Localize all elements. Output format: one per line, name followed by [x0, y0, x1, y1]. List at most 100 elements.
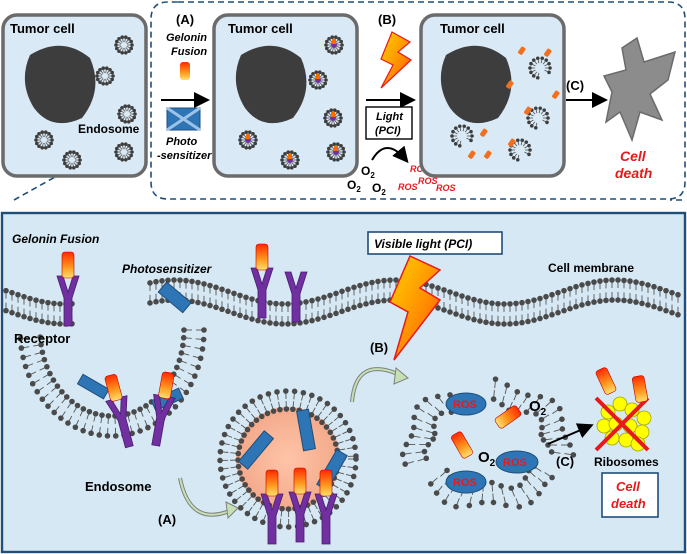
endosome-tail — [288, 162, 290, 167]
endosome-lipid — [526, 116, 530, 120]
endosome-tail — [44, 133, 46, 138]
endosome-tail — [39, 142, 43, 146]
endosome-tail — [517, 141, 520, 146]
endosome-lipid — [451, 138, 455, 143]
endosome-lipid — [329, 123, 334, 128]
lipid-head — [310, 499, 317, 505]
lipid-head — [207, 302, 213, 309]
endosome-lipid — [117, 112, 121, 116]
lipid-head — [21, 293, 27, 300]
endosome-tail — [119, 146, 123, 150]
lipid-head — [333, 310, 339, 317]
lipid-head — [309, 297, 315, 304]
lipid-head — [492, 376, 499, 382]
endosome-tail — [537, 59, 540, 64]
lipid-head — [45, 403, 51, 409]
endosome-tail — [328, 120, 332, 124]
lipid-head — [197, 355, 204, 362]
lipid-head — [538, 416, 545, 423]
lipid-head — [303, 299, 309, 305]
lipid-head — [507, 321, 513, 327]
lipid-head — [495, 300, 501, 307]
endosome-lipid — [77, 154, 82, 159]
lipid-head — [559, 416, 565, 423]
lipid-head — [501, 321, 507, 327]
lipid-head — [80, 406, 87, 412]
top-ros-2: ROS — [398, 182, 418, 192]
endosome-lipid — [111, 74, 115, 78]
endosome-lipid — [515, 157, 520, 162]
endosome-tail — [120, 114, 125, 118]
lipid-head — [92, 410, 99, 417]
endosome-lipid — [296, 158, 300, 162]
endosome-lipid — [117, 115, 122, 120]
released-toxin-top — [518, 46, 526, 55]
endosome-lipid — [132, 115, 137, 120]
endosome-lipid — [295, 154, 300, 159]
lipid-head — [327, 312, 333, 319]
lipid-head — [104, 433, 111, 439]
lipid-head — [507, 301, 513, 307]
lipid-head — [350, 435, 356, 442]
endosome-tail — [292, 156, 297, 160]
lipid-head — [80, 427, 86, 434]
lipid-head — [26, 372, 32, 379]
lipid-head — [585, 280, 591, 287]
lipid-head — [246, 487, 252, 493]
endosome-tail — [540, 59, 543, 64]
endosome-tail — [331, 146, 335, 150]
lipid-head — [352, 444, 358, 451]
lipid-head — [633, 279, 639, 285]
lipid-head — [217, 448, 224, 455]
endosome-lipid — [547, 61, 551, 66]
lipid-head — [58, 415, 64, 421]
endosome-tail — [311, 80, 316, 84]
lipid-head — [639, 280, 645, 287]
lipid-head — [422, 396, 429, 403]
receptor — [260, 469, 284, 545]
lipid-head — [495, 320, 501, 327]
endosome-lipid — [323, 81, 328, 86]
endosome-tail — [98, 76, 103, 80]
endosome-tail — [250, 140, 255, 144]
endosome-lipid — [110, 70, 115, 75]
broken-endosomes-3 — [450, 46, 560, 162]
lipid-head — [303, 319, 309, 325]
lipid-head — [351, 284, 357, 291]
nucleus-1 — [24, 45, 96, 124]
lipid-head — [201, 281, 207, 287]
lipid-head — [219, 306, 225, 313]
endosome-tail — [462, 127, 465, 132]
lipid-head — [18, 345, 25, 351]
endosome-tail — [122, 38, 124, 43]
lipid-head — [345, 286, 351, 293]
released-toxin-bottom — [632, 375, 648, 403]
lipid-head — [237, 292, 243, 299]
endosome-lipid — [114, 39, 119, 44]
lipid-head — [231, 310, 237, 317]
endosome-tail — [128, 116, 132, 120]
endosome-toxin — [331, 112, 335, 117]
lipid-head — [260, 519, 266, 525]
endosome-tail — [100, 78, 104, 82]
lipid-head — [490, 396, 497, 402]
lipid-head — [219, 475, 226, 481]
gelonin-toxin — [104, 374, 123, 402]
endosome-lipid — [317, 70, 322, 75]
receptor — [284, 271, 308, 323]
receptor-body — [284, 271, 308, 323]
lipid-head — [195, 279, 201, 286]
endosome-tail — [67, 162, 71, 166]
lipid-head — [381, 277, 387, 284]
endosome-tail — [542, 113, 547, 117]
bottom-step-b: (B) — [370, 340, 388, 355]
lipid-head — [57, 301, 63, 307]
lipid-head — [244, 510, 251, 517]
lipid-head — [38, 341, 44, 348]
lipid-head — [231, 498, 238, 505]
lipid-head — [290, 406, 296, 413]
lipid-head — [471, 316, 477, 323]
endosome-tail — [103, 78, 105, 83]
lipid-head — [513, 300, 519, 307]
endosome-tail — [122, 47, 124, 52]
